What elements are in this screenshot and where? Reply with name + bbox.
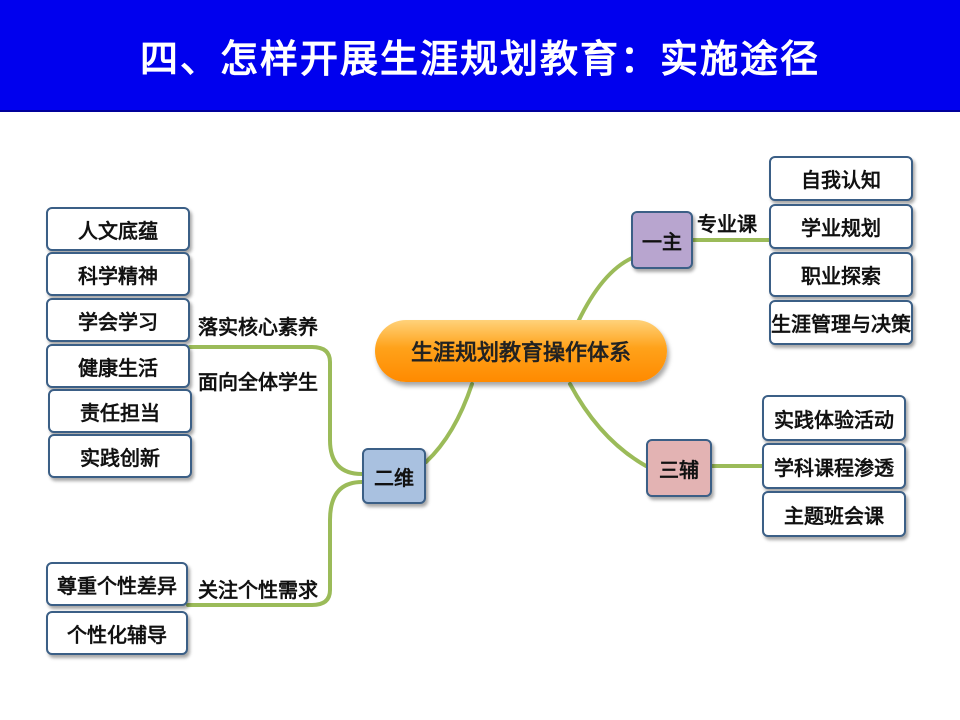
item-kexue: 科学精神	[46, 252, 190, 296]
item-renwen: 人文底蕴	[46, 207, 190, 251]
hub-erwei: 二维	[362, 448, 426, 504]
item-xueye: 学业规划	[769, 204, 913, 249]
item-shijian-chuangxin: 实践创新	[48, 434, 192, 478]
link-center-erwei	[424, 382, 474, 464]
label-guanzhu: 关注个性需求	[198, 578, 318, 602]
item-gexinghua: 个性化辅导	[46, 611, 188, 655]
item-shengya: 生涯管理与决策	[769, 300, 913, 345]
link-erwei-personal	[186, 480, 364, 607]
item-xuehui: 学会学习	[46, 298, 190, 342]
item-zunzhong: 尊重个性差异	[46, 562, 188, 606]
item-shijian-tiyan: 实践体验活动	[762, 395, 906, 441]
label-zhuanye: 专业课	[697, 212, 757, 236]
item-zishen: 自我认知	[769, 156, 913, 201]
title-bar: 四、怎样开展生涯规划教育：实施途径	[0, 0, 960, 112]
hub-sanfu: 三辅	[646, 439, 712, 497]
link-center-yizhu	[576, 256, 634, 324]
item-zeren: 责任担当	[48, 389, 192, 433]
hub-yizhu: 一主	[631, 211, 693, 269]
item-zhiye: 职业探索	[769, 252, 913, 297]
item-jiankang: 健康生活	[46, 344, 190, 388]
link-center-sanfu	[568, 382, 648, 468]
label-mianxiang: 面向全体学生	[198, 370, 318, 394]
central-topic: 生涯规划教育操作体系	[375, 320, 667, 382]
label-luoshi: 落实核心素养	[198, 315, 318, 339]
item-zhuti-banhui: 主题班会课	[762, 491, 906, 537]
link-erwei-core	[188, 345, 364, 476]
item-xueke-kecheng: 学科课程渗透	[762, 443, 906, 489]
page-title: 四、怎样开展生涯规划教育：实施途径	[139, 36, 820, 81]
